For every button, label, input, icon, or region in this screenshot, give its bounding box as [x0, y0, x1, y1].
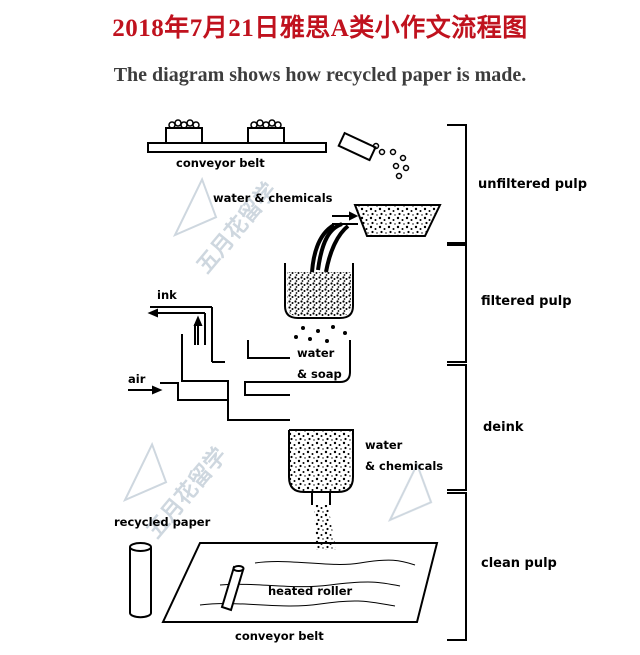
stage-label-deink: deink	[483, 420, 524, 435]
label-water-chemicals-1: water & chemicals	[213, 191, 333, 205]
deink-tank	[181, 340, 351, 421]
heated-roller	[220, 565, 245, 612]
label-air: air	[128, 372, 146, 386]
label-water: water	[297, 346, 335, 360]
air-input	[128, 382, 228, 401]
label-heated-roller: heated roller	[268, 584, 353, 598]
diagram-subtitle: The diagram shows how recycled paper is …	[113, 64, 527, 86]
label-recycled-paper: recycled paper	[114, 515, 211, 529]
label-conveyor-bottom: conveyor belt	[235, 629, 324, 643]
bottom-conveyor	[161, 542, 439, 623]
ink-pipes	[147, 306, 213, 370]
filter-tank	[284, 263, 354, 343]
stage-label-filtered-pulp: filtered pulp	[481, 294, 572, 309]
label-conveyor-top: conveyor belt	[176, 156, 265, 170]
top-conveyor	[147, 119, 410, 180]
label-ink: ink	[157, 288, 177, 302]
stage-label-unfiltered-pulp: unfiltered pulp	[478, 177, 587, 192]
stage-label-clean-pulp: clean pulp	[481, 556, 557, 571]
pulp-stream	[310, 222, 350, 273]
recycled-paper-roll	[129, 542, 152, 619]
stage-brackets	[447, 124, 467, 641]
page-title: 2018年7月21日雅思A类小作文流程图	[112, 15, 528, 42]
label-soap: & soap	[297, 367, 342, 381]
label-chemicals-2: & chemicals	[365, 459, 443, 473]
unfiltered-pulp-tank	[332, 204, 442, 237]
label-water-2: water	[365, 438, 403, 452]
chemical-tank	[288, 429, 354, 550]
